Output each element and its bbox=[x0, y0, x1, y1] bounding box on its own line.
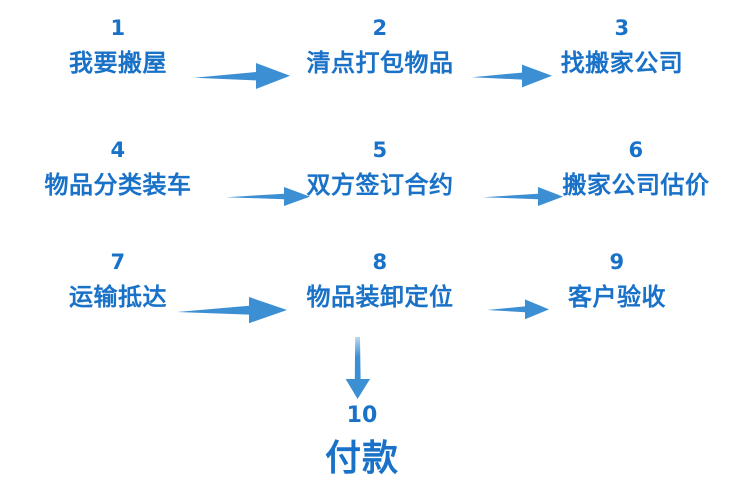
arrow-step-4-to-5-icon bbox=[226, 184, 310, 208]
step-label-7: 运输抵达 bbox=[69, 283, 167, 311]
flow-row-3: 7 运输抵达 8 物品装卸定位 9 客户验收 bbox=[0, 252, 750, 352]
flow-step-4[interactable]: 4 物品分类装车 bbox=[44, 138, 192, 199]
flow-step-2[interactable]: 2 清点打包物品 bbox=[306, 16, 454, 77]
arrow-step-8-to-10-icon bbox=[345, 337, 371, 399]
flow-step-5[interactable]: 5 双方签订合约 bbox=[306, 138, 454, 199]
step-label-6: 搬家公司估价 bbox=[562, 171, 710, 199]
step-number-1: 1 bbox=[110, 16, 126, 40]
flow-step-10[interactable]: 10 付款 bbox=[325, 405, 399, 477]
arrow-step-8-to-9-icon bbox=[487, 297, 549, 321]
flow-step-7[interactable]: 7 运输抵达 bbox=[69, 250, 167, 311]
arrow-step-1-to-2-icon bbox=[194, 60, 290, 92]
flow-step-8[interactable]: 8 物品装卸定位 bbox=[306, 250, 454, 311]
step-label-1: 我要搬屋 bbox=[69, 49, 167, 77]
step-number-9: 9 bbox=[609, 250, 625, 274]
flow-step-9[interactable]: 9 客户验收 bbox=[568, 250, 666, 311]
flow-step-3[interactable]: 3 找搬家公司 bbox=[560, 16, 684, 77]
step-number-10: 10 bbox=[346, 403, 378, 428]
step-number-2: 2 bbox=[372, 16, 388, 40]
step-number-6: 6 bbox=[628, 138, 644, 162]
step-number-4: 4 bbox=[110, 138, 126, 162]
flow-row-2: 4 物品分类装车 5 双方签订合约 6 搬家公司估价 bbox=[0, 140, 750, 240]
flow-step-6[interactable]: 6 搬家公司估价 bbox=[562, 138, 710, 199]
step-number-8: 8 bbox=[372, 250, 388, 274]
step-number-5: 5 bbox=[372, 138, 388, 162]
step-label-4: 物品分类装车 bbox=[44, 171, 192, 199]
arrow-step-5-to-6-icon bbox=[483, 184, 563, 208]
arrow-step-2-to-3-icon bbox=[472, 62, 552, 90]
step-number-3: 3 bbox=[614, 16, 630, 40]
step-label-3: 找搬家公司 bbox=[560, 49, 684, 77]
step-label-9: 客户验收 bbox=[568, 283, 666, 311]
arrow-step-7-to-8-icon bbox=[177, 294, 287, 326]
step-label-5: 双方签订合约 bbox=[306, 171, 454, 199]
flow-row-1: 1 我要搬屋 2 清点打包物品 3 找搬家公司 bbox=[0, 18, 750, 118]
step-label-2: 清点打包物品 bbox=[306, 49, 454, 77]
step-number-7: 7 bbox=[110, 250, 126, 274]
step-label-8: 物品装卸定位 bbox=[306, 283, 454, 311]
step-label-10: 付款 bbox=[324, 438, 400, 479]
flow-step-1[interactable]: 1 我要搬屋 bbox=[69, 16, 167, 77]
